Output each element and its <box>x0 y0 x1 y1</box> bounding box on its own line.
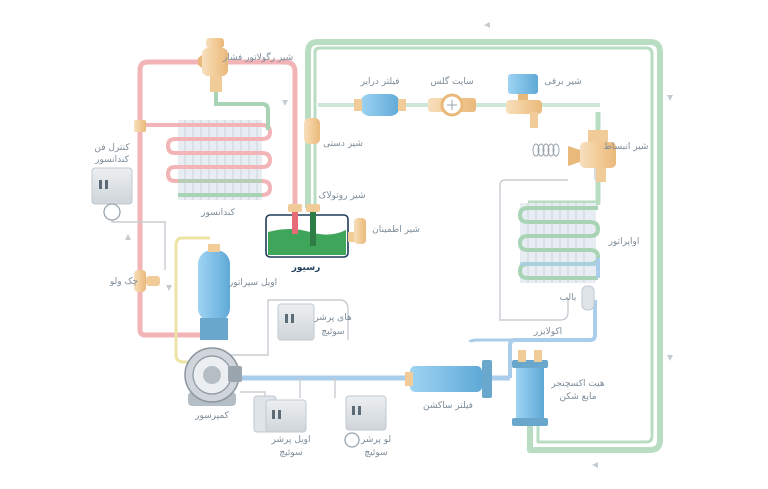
oil-separator <box>198 244 230 340</box>
labels: شیر رگولاتور فشار کنترل فن کندانسور کندا… <box>94 51 648 458</box>
label-solenoid-valve: شیر برقی <box>544 77 581 87</box>
sight-glass <box>428 93 476 117</box>
label-high-pressure-switch-2: سوئیچ <box>321 327 344 337</box>
label-service-valve: شیر دستی <box>323 139 363 149</box>
condenser-fan-control <box>91 167 133 221</box>
label-condenser-fan-control-2: کندانسور <box>94 155 129 165</box>
pressure-regulator-valve <box>198 38 228 92</box>
bulb-sensor <box>581 285 595 311</box>
compressor <box>184 347 242 406</box>
label-equalizer: اکولایزر <box>533 327 562 337</box>
label-receiver: رسیور <box>291 263 321 273</box>
label-check-valve: چک ولو <box>109 277 138 287</box>
label-low-pressure-switch: لو پرشر <box>360 435 391 445</box>
label-liquid-separator: مایع شکن <box>559 392 596 402</box>
flow-arrows <box>125 22 673 468</box>
filter-drier <box>354 94 406 116</box>
label-heat-exchanger: هیت اکسچنجر <box>550 379 605 389</box>
low-pressure-switch <box>344 395 387 448</box>
service-valve <box>304 118 320 144</box>
high-pressure-switch <box>277 303 315 341</box>
label-expansion-valve: شیر انبساط <box>604 142 649 152</box>
solenoid-valve <box>506 74 542 128</box>
label-high-pressure-switch: های پرشر <box>313 313 352 323</box>
evaporator-coil <box>517 203 601 283</box>
capillary-coil <box>532 143 560 157</box>
label-oil-separator: اویل سپراتور <box>228 278 277 288</box>
label-compressor: کمپرسور <box>194 411 229 421</box>
oil-return-line <box>174 236 210 364</box>
suction-filter <box>405 360 492 398</box>
safety-valve <box>348 218 366 244</box>
label-oil-pressure-switch-2: سوئیچ <box>279 448 302 458</box>
label-condenser: کندانسور <box>200 208 235 218</box>
label-low-pressure-switch-2: سوئیچ <box>364 448 387 458</box>
label-oil-pressure-switch: اویل پرشر <box>270 435 310 445</box>
check-valve <box>134 270 160 292</box>
label-safety-valve: شیر اطمینان <box>372 225 420 235</box>
label-suction-filter: فیلتر ساکشن <box>423 401 473 411</box>
label-evaporator: اواپراتور <box>608 237 640 247</box>
expansion-valve <box>568 130 616 182</box>
label-condenser-fan-control: کنترل فن <box>94 143 130 153</box>
heat-exchanger <box>512 350 548 426</box>
label-filter-drier: فیلتر درایر <box>360 77 400 87</box>
condenser-coil <box>165 92 273 200</box>
receiver-tank <box>265 204 349 258</box>
label-bulb: بالب <box>560 293 577 303</box>
label-sight-glass: سایت گلس <box>430 75 473 87</box>
oil-pressure-switch <box>253 395 307 433</box>
discharge-line <box>137 59 298 340</box>
tee-fitting <box>134 120 146 132</box>
label-pressure-regulator-valve: شیر رگولاتور فشار <box>222 51 293 63</box>
suction-line <box>240 300 597 381</box>
label-rotalock-valve: شیر روتولاک <box>318 190 365 201</box>
